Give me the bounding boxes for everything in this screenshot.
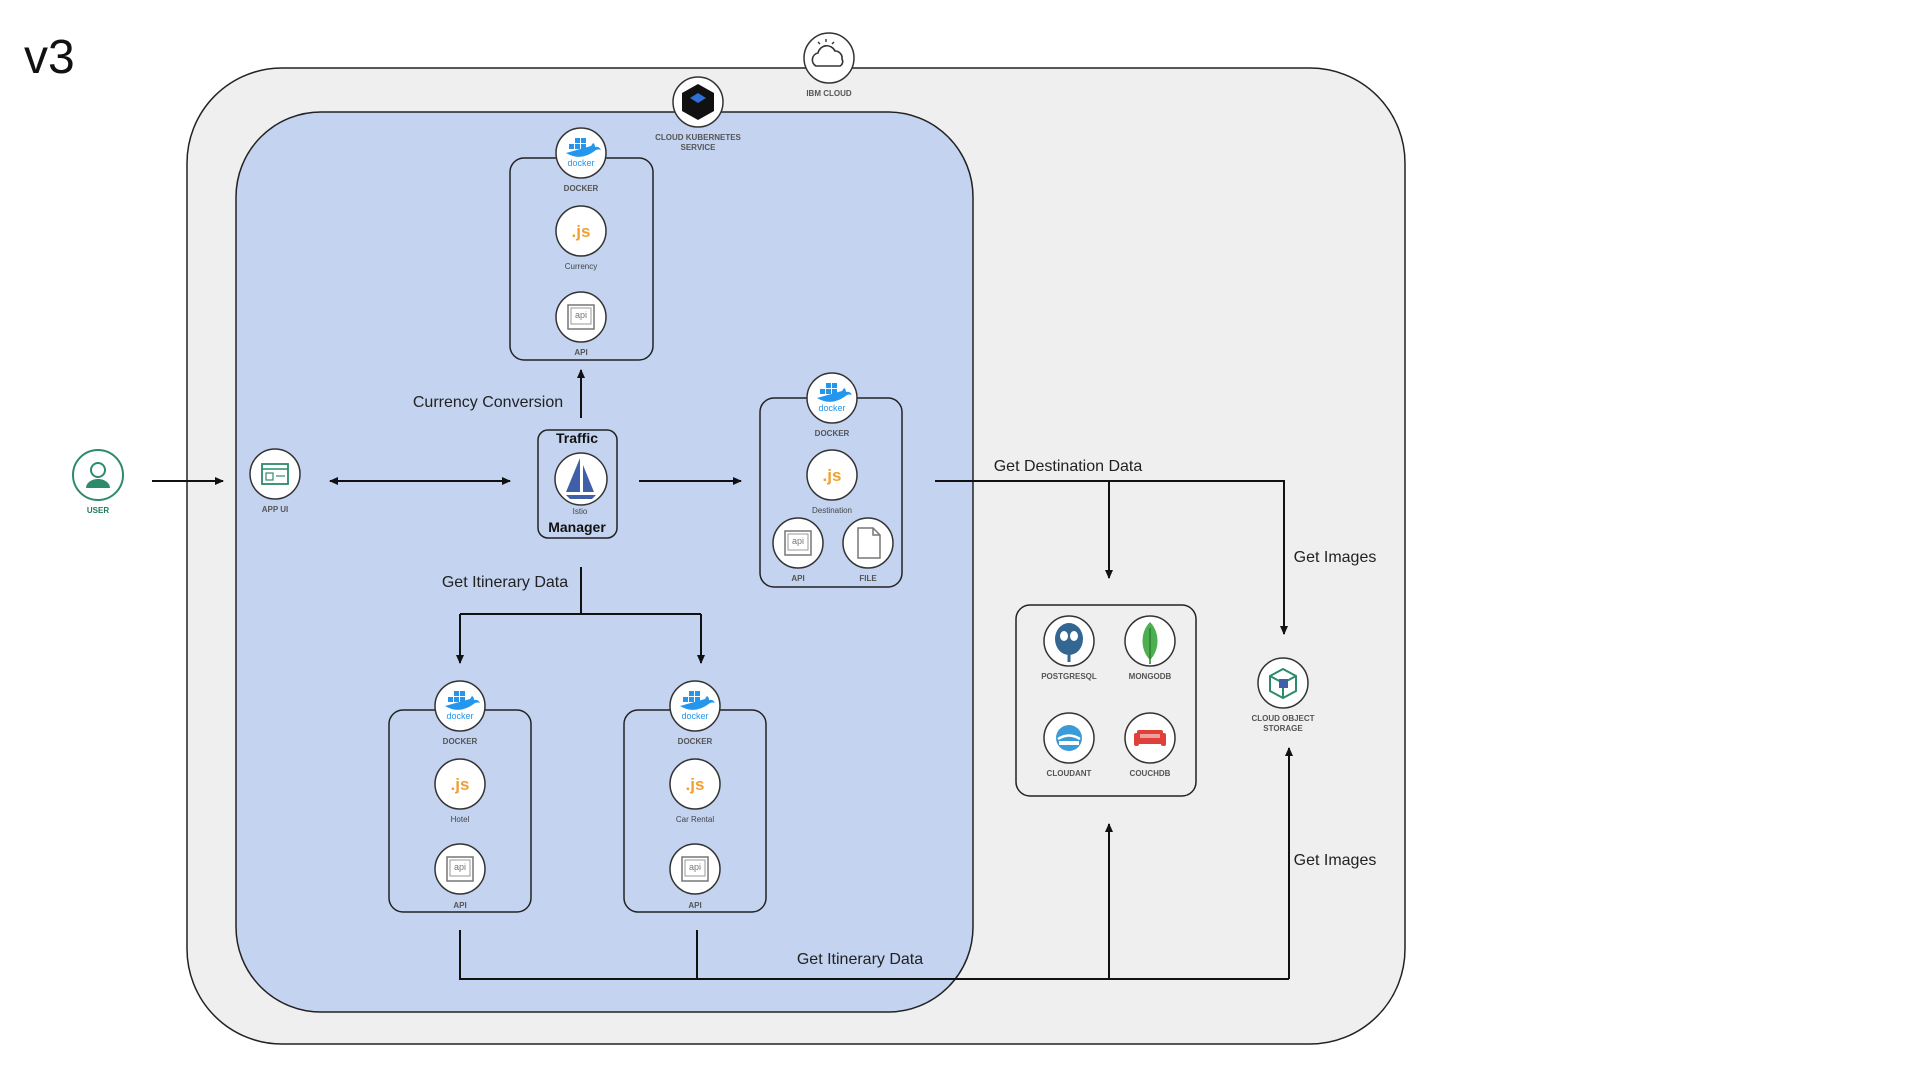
- destination-api-icon: [772, 517, 824, 569]
- car-docker-icon: [669, 680, 721, 732]
- car-js-glyph: .js: [686, 775, 705, 794]
- app-ui-label: APP UI: [261, 505, 289, 514]
- user-label: USER: [86, 506, 110, 515]
- currency-docker-logo-text: docker: [567, 158, 594, 168]
- cloudant-label: CLOUDANT: [1046, 769, 1092, 778]
- couchdb-label: COUCHDB: [1129, 769, 1171, 778]
- destination-docker-label: DOCKER: [814, 429, 850, 438]
- itinerary-bottom-line: [459, 930, 1289, 980]
- ibm-cloud-icon: [803, 32, 855, 84]
- destination-data-label: Get Destination Data: [993, 458, 1143, 475]
- currency-js-glyph: .js: [572, 222, 591, 241]
- car-js-icon: [669, 758, 721, 810]
- mongodb-icon: [1124, 615, 1176, 667]
- mongodb-label: MONGODB: [1128, 672, 1172, 681]
- destination-api-label: API: [791, 574, 805, 583]
- postgresql-label: POSTGRESQL: [1041, 672, 1097, 681]
- itinerary-bottom-label: Get Itinerary Data: [796, 951, 924, 968]
- hotel-js-icon: [434, 758, 486, 810]
- destination-docker-icon: [806, 372, 858, 424]
- hotel-api-label: API: [453, 901, 467, 910]
- destination-data-line: [935, 480, 1288, 635]
- hotel-docker-label: DOCKER: [442, 737, 478, 746]
- destination-file-icon: [842, 517, 894, 569]
- currency-conversion-label: Currency Conversion: [412, 394, 564, 411]
- hotel-js-glyph: .js: [451, 775, 470, 794]
- destination-js-glyph: .js: [823, 466, 842, 485]
- istio-label: Istio: [572, 507, 588, 516]
- traffic-manager-box: [537, 429, 618, 539]
- currency-api-icon: [555, 291, 607, 343]
- currency-name-label: Currency: [564, 262, 598, 271]
- currency-docker-label: DOCKER: [563, 184, 599, 193]
- manager-label: Manager: [548, 519, 606, 535]
- traffic-to-itinerary-arrows: [460, 567, 701, 615]
- currency-api-glyph: api: [575, 310, 587, 320]
- diagram-title: v3: [24, 31, 75, 84]
- car-docker-label: DOCKER: [677, 737, 713, 746]
- car-name-label: Car Rental: [675, 815, 715, 824]
- currency-api-label: API: [574, 348, 588, 357]
- images-top-label: Get Images: [1293, 549, 1377, 566]
- kubernetes-service-label-2: SERVICE: [680, 143, 716, 152]
- itinerary-top-label: Get Itinerary Data: [441, 574, 569, 591]
- kubernetes-boundary: [235, 111, 974, 1013]
- car-api-icon: [669, 843, 721, 895]
- hotel-api-icon: [434, 843, 486, 895]
- ibm-cloud-label: IBM CLOUD: [806, 89, 852, 98]
- hotel-api-glyph: api: [454, 862, 466, 872]
- cloud-object-storage-icon: [1257, 657, 1309, 709]
- destination-api-glyph: api: [792, 536, 804, 546]
- user-icon: [72, 449, 124, 501]
- car-docker-logo-text: docker: [681, 711, 708, 721]
- car-api-glyph: api: [689, 862, 701, 872]
- currency-docker-icon: [555, 127, 607, 179]
- destination-js-icon: [806, 449, 858, 501]
- cos-label-1: CLOUD OBJECT: [1251, 714, 1315, 723]
- cloudant-icon: [1043, 712, 1095, 764]
- destination-docker-logo-text: docker: [818, 403, 845, 413]
- destination-file-label: FILE: [859, 574, 877, 583]
- databases-box: [1015, 604, 1197, 797]
- hotel-docker-icon: [434, 680, 486, 732]
- car-api-label: API: [688, 901, 702, 910]
- kubernetes-service-icon: [672, 76, 724, 128]
- app-ui-icon: [249, 448, 301, 500]
- kubernetes-service-label-1: CLOUD KUBERNETES: [655, 133, 741, 142]
- istio-icon: [554, 452, 608, 506]
- cos-label-2: STORAGE: [1263, 724, 1303, 733]
- postgresql-icon: [1043, 615, 1095, 667]
- hotel-docker-logo-text: docker: [446, 711, 473, 721]
- images-bottom-label: Get Images: [1293, 852, 1377, 869]
- traffic-label: Traffic: [555, 430, 599, 446]
- destination-name-label: Destination: [811, 506, 853, 515]
- couchdb-icon: [1124, 712, 1176, 764]
- hotel-name-label: Hotel: [450, 815, 470, 824]
- currency-js-icon: [555, 205, 607, 257]
